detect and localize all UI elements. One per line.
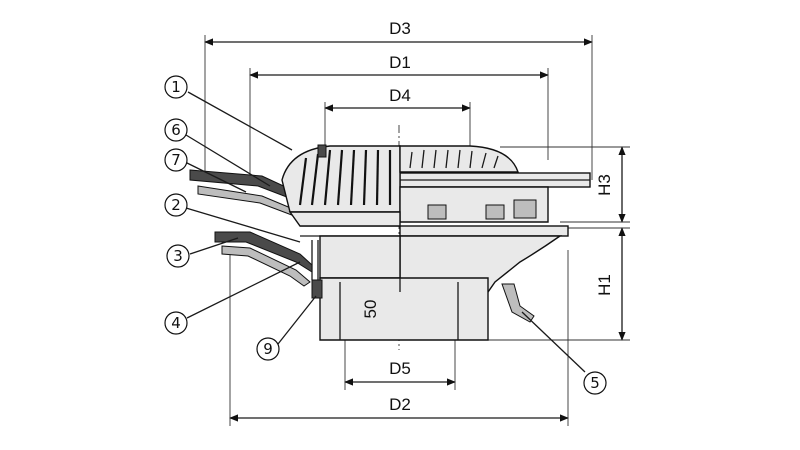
dim-d1-label: D1 xyxy=(389,53,411,72)
callout-circles: 1 6 7 2 3 4 9 5 xyxy=(164,75,607,395)
callout-9 xyxy=(256,337,280,361)
callout-3-label: 3 xyxy=(173,247,183,265)
callout-4-label: 4 xyxy=(171,314,181,332)
callout-6 xyxy=(164,118,188,142)
dim-h1-label: H1 xyxy=(595,274,614,296)
dim-50-label: 50 xyxy=(361,300,380,319)
dim-d4-label: D4 xyxy=(389,86,411,105)
leader-lines xyxy=(184,91,586,373)
callout-5 xyxy=(583,371,607,395)
callout-9-label: 9 xyxy=(263,340,273,358)
dimension-labels: D3 D1 D4 D5 D2 H3 H1 50 xyxy=(361,19,614,414)
dim-d2-label: D2 xyxy=(389,395,411,414)
callout-3 xyxy=(166,244,190,268)
callout-2-label: 2 xyxy=(171,196,181,214)
dim-d3-label: D3 xyxy=(389,19,411,38)
callout-1 xyxy=(164,75,188,99)
callout-1-label: 1 xyxy=(171,78,181,96)
callout-7-label: 7 xyxy=(171,151,181,169)
callout-6-label: 6 xyxy=(171,121,181,139)
callout-2 xyxy=(164,193,188,217)
drain-body xyxy=(189,144,591,341)
dim-d5-label: D5 xyxy=(389,359,411,378)
callout-4 xyxy=(164,311,188,335)
callout-5-label: 5 xyxy=(590,374,600,392)
dim-h3-label: H3 xyxy=(595,174,614,196)
callout-7 xyxy=(164,148,188,172)
